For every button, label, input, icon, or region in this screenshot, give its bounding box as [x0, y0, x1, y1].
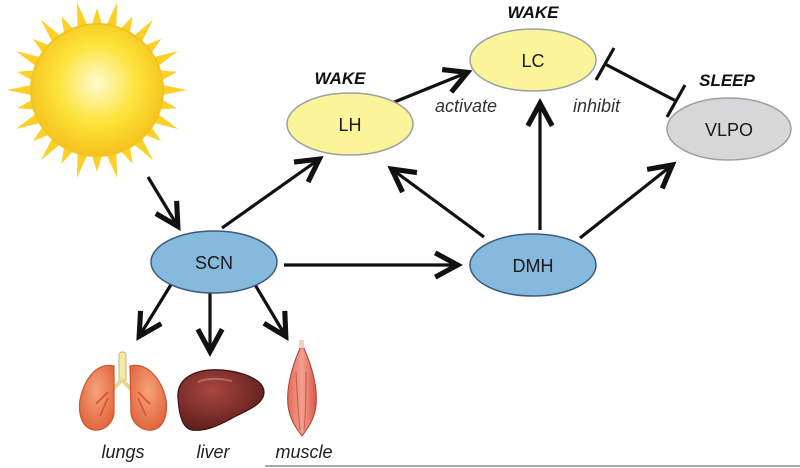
edge-label-inhibit: inhibit: [573, 96, 621, 116]
edges: [136, 47, 687, 357]
organ-label-lungs: lungs: [101, 442, 144, 462]
sun-ray: [154, 50, 179, 66]
inhibit-edge-lc-vlpo: [594, 47, 687, 118]
sun-ray: [162, 85, 187, 95]
node-scn: SCN: [150, 230, 278, 294]
edge-label-activate: activate: [435, 96, 497, 116]
sun-ray: [134, 138, 154, 161]
arrow-scn-to-lh: [221, 155, 324, 230]
sun-ray: [160, 99, 177, 110]
node-dmh-label: DMH: [513, 256, 554, 276]
node-scn-label: SCN: [195, 253, 233, 273]
sun-ray: [40, 138, 60, 161]
arrow-scn-to-lungs: [136, 282, 174, 341]
state-label-lh: WAKE: [315, 69, 367, 88]
sun-ray: [106, 153, 118, 178]
sun-icon: [7, 2, 187, 178]
sun-ray: [134, 19, 154, 42]
sun-ray: [76, 2, 88, 27]
arrow-lh-to-lc: [391, 67, 473, 105]
lungs-icon: [78, 351, 168, 431]
node-vlpo-label: VLPO: [705, 120, 753, 140]
sun-ray: [76, 153, 88, 178]
sun-ray: [121, 147, 133, 164]
sun-ray: [61, 16, 73, 33]
sun-ray: [154, 114, 179, 130]
node-lh-label: LH: [338, 115, 361, 135]
node-vlpo: VLPO: [666, 97, 792, 161]
sun-ray: [160, 70, 177, 81]
liver-icon: [177, 369, 265, 431]
sun-ray: [17, 99, 34, 110]
arrow-sun-to-scn: [146, 176, 181, 231]
arrow-dmh-to-lh: [387, 165, 485, 239]
muscle-icon: [287, 340, 317, 437]
sun-ray: [121, 16, 133, 33]
node-dmh: DMH: [469, 233, 597, 297]
organ-label-muscle: muscle: [275, 442, 332, 462]
sun-ray: [15, 50, 40, 66]
arrow-scn-to-muscle: [252, 282, 289, 341]
node-lh: LH: [286, 92, 414, 156]
sun-ray: [40, 19, 60, 42]
sun-ray: [15, 114, 40, 130]
sun-ray: [106, 2, 118, 27]
sun-ray: [61, 147, 73, 164]
node-lc-label: LC: [521, 51, 544, 71]
sun-ray: [92, 8, 102, 25]
organ-label-liver: liver: [196, 442, 230, 462]
sun-ray: [17, 70, 34, 81]
state-label-lc: WAKE: [508, 3, 560, 22]
arrow-dmh-to-vlpo: [579, 161, 677, 240]
state-label-vlpo: SLEEP: [699, 71, 755, 90]
sun-ray: [7, 85, 32, 95]
node-lc: LC: [469, 28, 597, 92]
sun-ray: [92, 155, 102, 172]
